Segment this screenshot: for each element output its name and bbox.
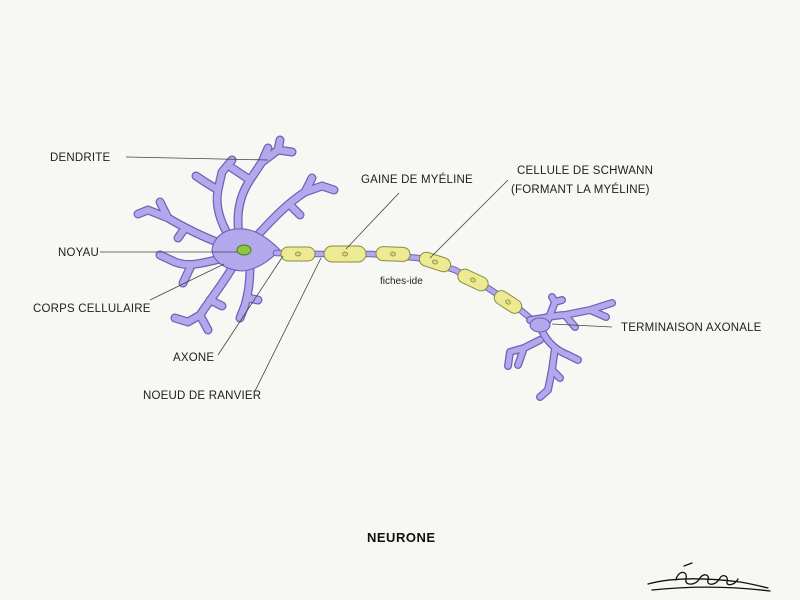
label-dendrite: DENDRITE bbox=[50, 152, 111, 164]
label-schwann-line2: (FORMANT LA MYÉLINE) bbox=[511, 183, 650, 196]
leader-lines bbox=[100, 156, 613, 394]
label-schwann-line1: CELLULE DE SCHWANN bbox=[517, 165, 653, 177]
signature bbox=[647, 562, 771, 592]
diagram-title: NEURONE bbox=[367, 530, 436, 545]
axon-terminals bbox=[504, 293, 616, 401]
label-gaine-myeline: GAINE DE MYÉLINE bbox=[361, 173, 473, 186]
label-noyau: NOYAU bbox=[58, 247, 99, 259]
label-axone: AXONE bbox=[173, 352, 214, 364]
watermark: fiches-ide bbox=[380, 276, 423, 287]
label-noeud-ranvier: NOEUD DE RANVIER bbox=[143, 390, 261, 402]
dendrites bbox=[133, 135, 339, 335]
label-corps-cellulaire: CORPS CELLULAIRE bbox=[33, 303, 151, 315]
myelin-sheath bbox=[280, 245, 523, 314]
nucleus bbox=[236, 244, 252, 256]
axon-shaft bbox=[272, 249, 539, 326]
label-terminaison: TERMINAISON AXONALE bbox=[621, 322, 762, 334]
